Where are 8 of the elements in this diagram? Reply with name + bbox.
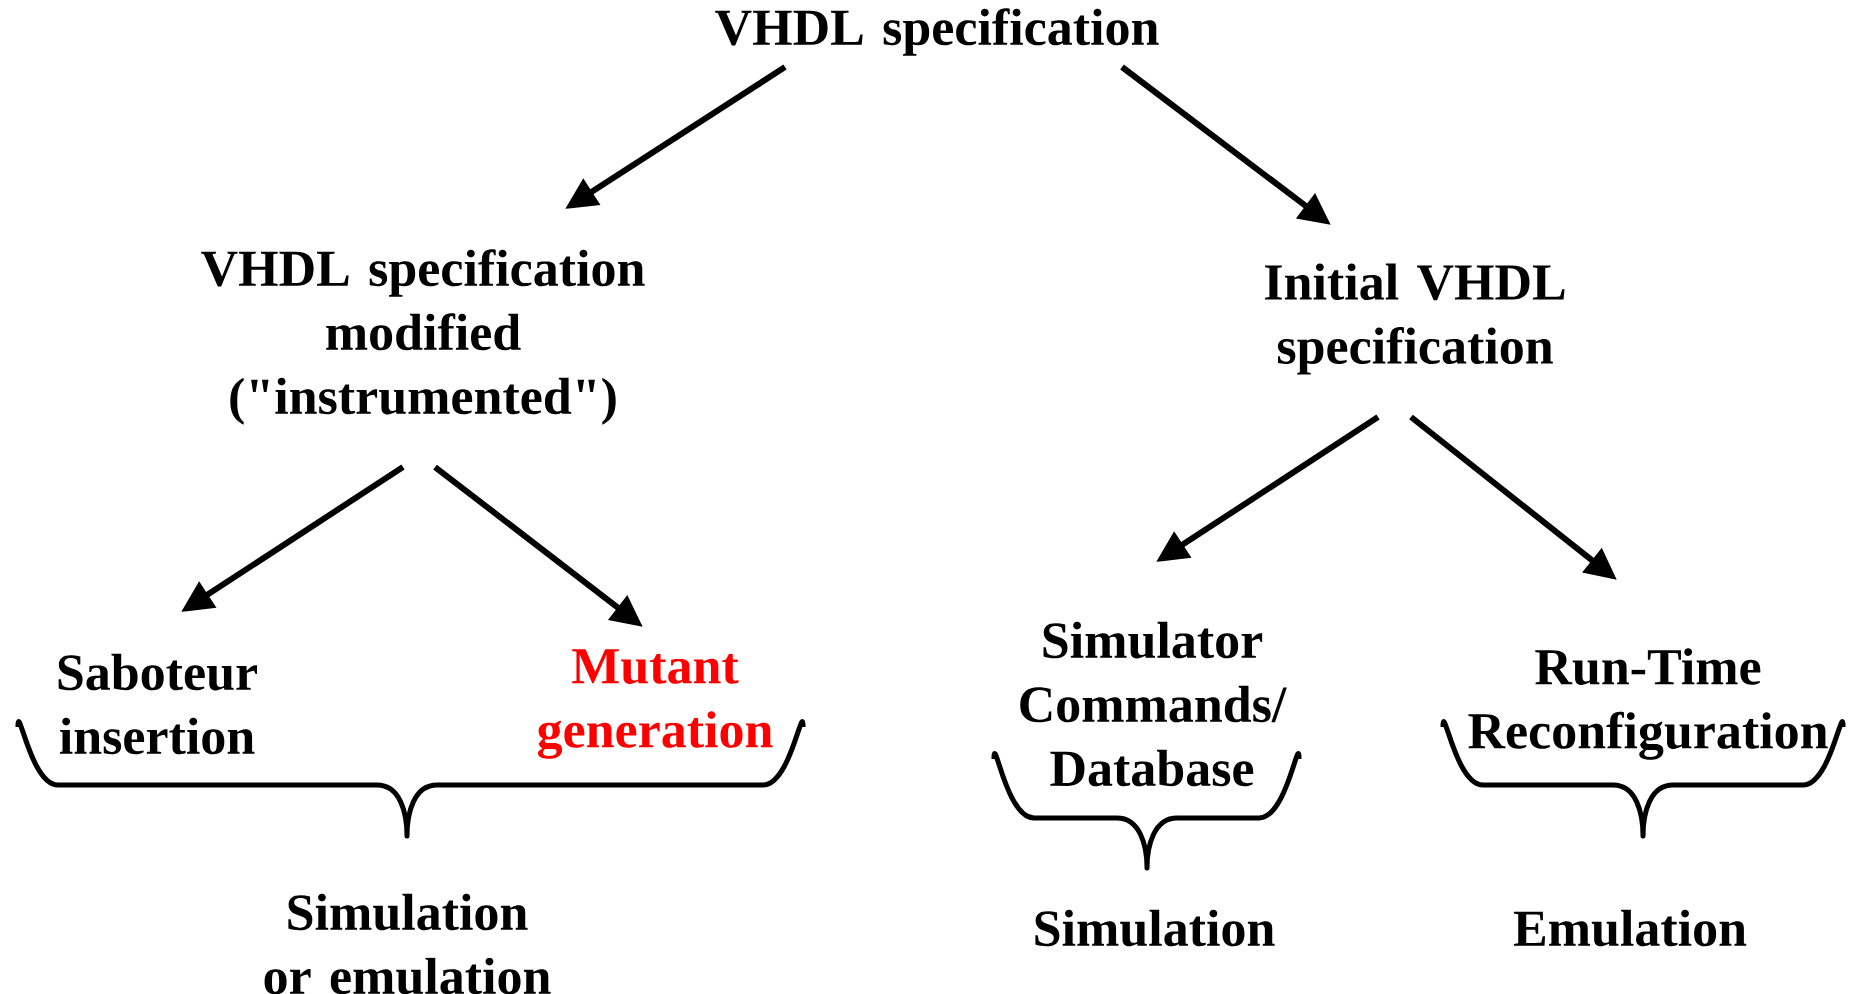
brace-label: Simulation or emulation [264,893,551,994]
node-label: VHDL specification modified ("instrumented") [201,249,645,425]
node-label: VHDL specification [715,8,1159,56]
node-label: Simulator Commands/ Database [1020,621,1287,787]
brace-label: Emulation [1513,909,1747,947]
node-label: Run-Time Reconfiguration [1468,648,1828,760]
brace-label: Simulation [1035,909,1275,947]
node-label: Initial VHDL specification [1265,263,1565,375]
